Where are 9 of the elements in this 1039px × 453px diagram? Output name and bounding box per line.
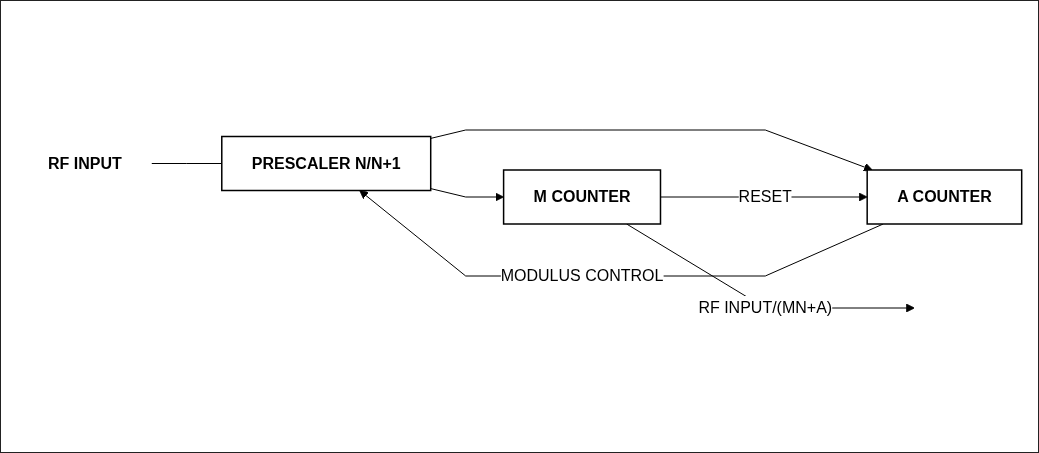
node-box: PRESCALER N/N+1: [220, 135, 432, 192]
arrow: [429, 188, 504, 202]
node-box: M COUNTER: [502, 169, 661, 225]
connector: [150, 163, 222, 164]
node-text: RF INPUT: [47, 154, 122, 172]
node-box: A COUNTER: [866, 169, 1023, 225]
edge-label: RESET: [738, 188, 792, 205]
edge-label: RF INPUT/(MN+A): [698, 299, 832, 316]
edge-label: MODULUS CONTROL: [500, 267, 664, 284]
